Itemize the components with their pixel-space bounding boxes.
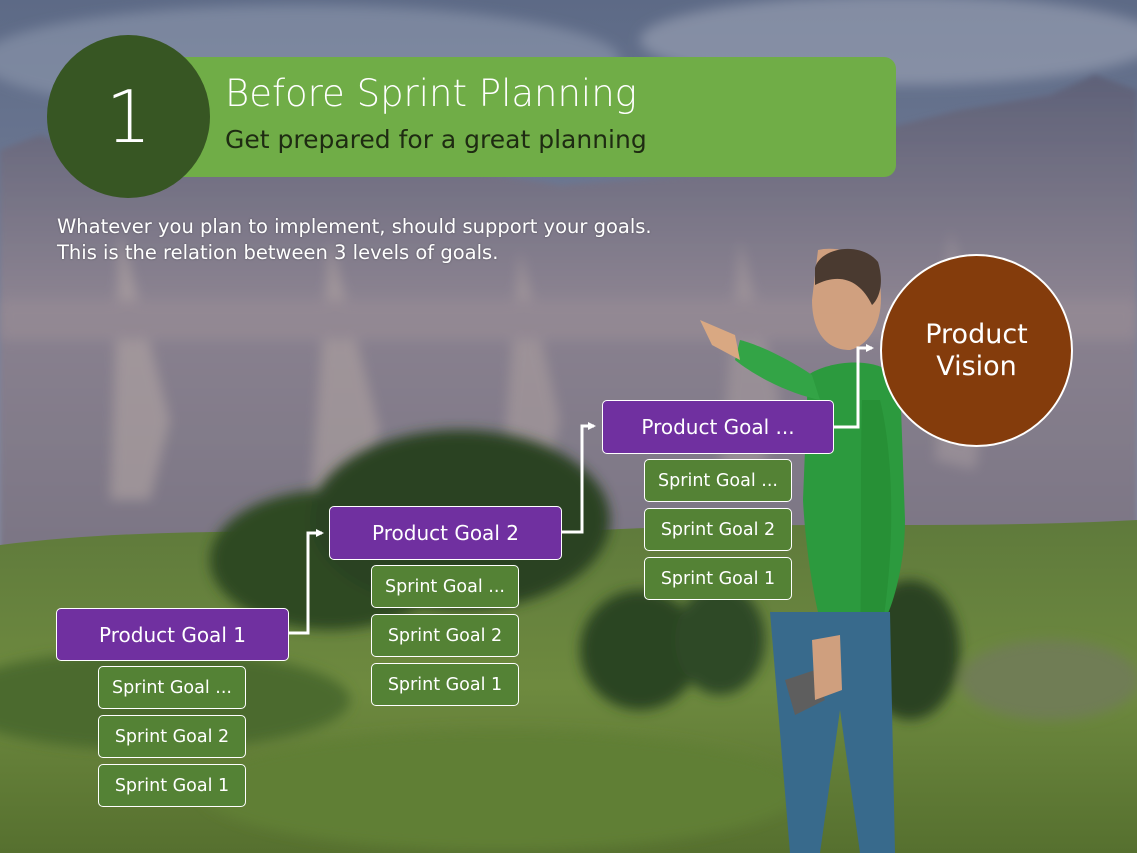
level2-sprint-goal-2: Sprint Goal 2 — [371, 614, 519, 657]
arrow-goal3-to-vision — [833, 344, 874, 429]
intro-line-1: Whatever you plan to implement, should s… — [57, 215, 652, 238]
level1-sprint-goal-more: Sprint Goal ... — [98, 666, 246, 709]
vision-line-1: Product — [925, 318, 1028, 350]
step-number-circle: 1 — [47, 35, 210, 198]
arrow-goal1-to-goal2 — [288, 529, 324, 635]
level1-sprint-goal-2: Sprint Goal 2 — [98, 715, 246, 758]
level3-sprint-goal-more: Sprint Goal ... — [644, 459, 792, 502]
product-vision-circle: Product Vision — [880, 254, 1073, 447]
product-goal-more: Product Goal ... — [602, 400, 834, 454]
level3-sprint-goal-2: Sprint Goal 2 — [644, 508, 792, 551]
product-goal-1: Product Goal 1 — [56, 608, 289, 661]
vision-line-2: Vision — [936, 350, 1017, 382]
slide-title: Before Sprint Planning — [225, 72, 637, 115]
level3-sprint-goal-1: Sprint Goal 1 — [644, 557, 792, 600]
level2-sprint-goal-more: Sprint Goal ... — [371, 565, 519, 608]
slide-subtitle: Get prepared for a great planning — [225, 125, 647, 154]
product-goal-2: Product Goal 2 — [329, 506, 562, 560]
level1-sprint-goal-1: Sprint Goal 1 — [98, 764, 246, 807]
header-bar — [150, 57, 896, 177]
level2-sprint-goal-1: Sprint Goal 1 — [371, 663, 519, 706]
arrow-goal2-to-goal3 — [561, 422, 596, 534]
intro-line-2: This is the relation between 3 levels of… — [57, 241, 499, 264]
